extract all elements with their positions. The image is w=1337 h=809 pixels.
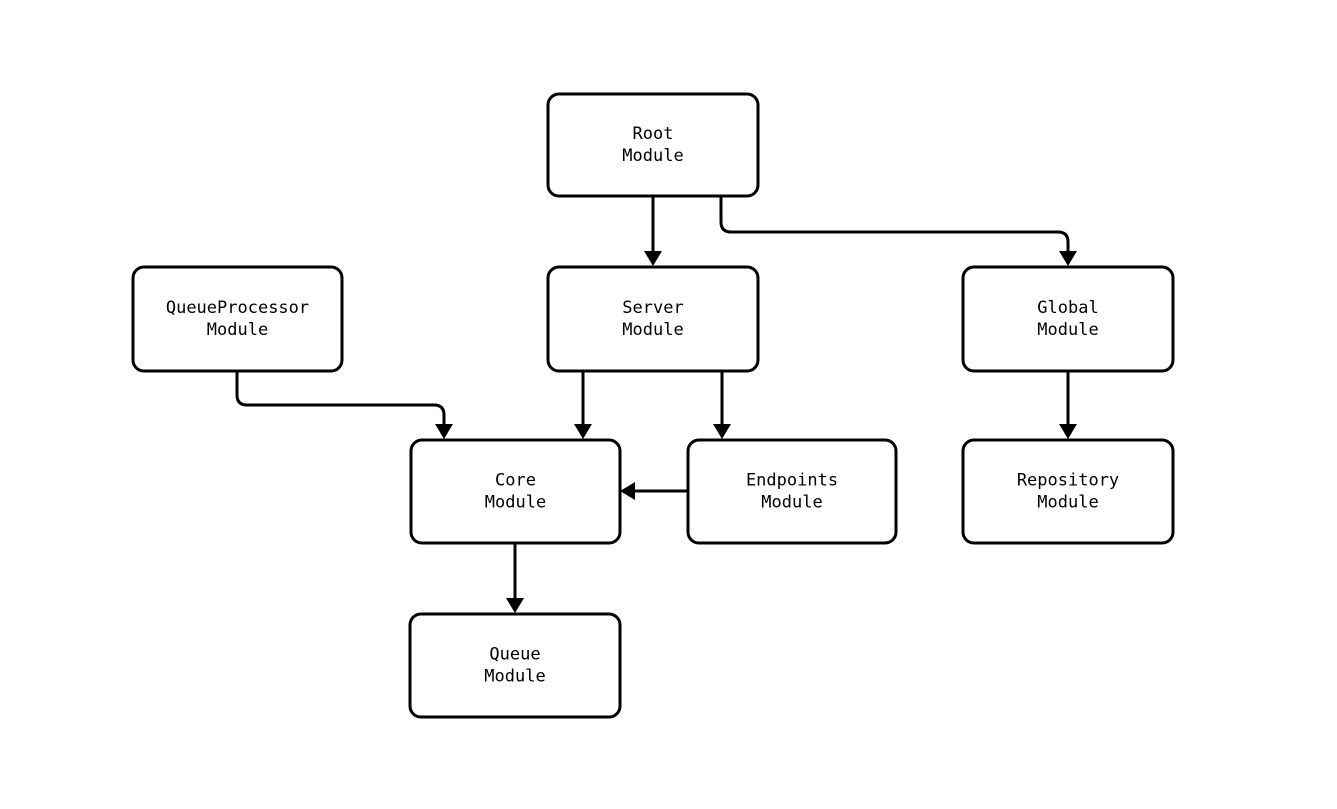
edges-layer xyxy=(235,196,1077,613)
node-label-line1-repository: Repository xyxy=(1017,471,1119,491)
node-label-line2-repository: Module xyxy=(1037,493,1098,513)
arrowhead-server-to-core xyxy=(574,424,592,439)
node-box-queue[interactable] xyxy=(408,612,622,719)
node-label-line1-core: Core xyxy=(495,471,536,491)
arrowhead-server-to-endpoints xyxy=(713,424,731,439)
node-label-line1-root: Root xyxy=(633,124,674,144)
arrowhead-global-to-repository xyxy=(1059,424,1077,439)
node-box-global[interactable] xyxy=(961,265,1175,373)
node-box-root[interactable] xyxy=(546,92,760,198)
node-box-queueprocessor[interactable] xyxy=(131,265,344,373)
edge-endpoints-to-core xyxy=(620,482,688,500)
edge-queueprocessor-to-core xyxy=(235,371,453,439)
edge-global-to-repository xyxy=(1059,371,1077,439)
edge-server-to-endpoints xyxy=(713,371,731,439)
node-label-line2-global: Module xyxy=(1037,320,1098,340)
node-label-line2-endpoints: Module xyxy=(761,493,822,513)
arrowhead-root-to-global xyxy=(1059,251,1077,266)
node-label-line1-global: Global xyxy=(1037,298,1098,318)
edge-line-root-to-global xyxy=(719,196,1070,252)
node-label-line2-root: Module xyxy=(622,146,683,166)
node-label-line1-queue: Queue xyxy=(489,645,540,665)
edge-root-to-global xyxy=(719,196,1077,266)
arrowhead-queueprocessor-to-core xyxy=(435,424,453,439)
node-label-line2-queue: Module xyxy=(484,667,545,687)
edge-server-to-core xyxy=(574,371,592,439)
node-box-repository[interactable] xyxy=(961,438,1175,545)
node-label-line2-core: Module xyxy=(485,493,546,513)
arrowhead-endpoints-to-core xyxy=(620,482,635,500)
node-label-line2-server: Module xyxy=(622,320,683,340)
node-label-line1-endpoints: Endpoints xyxy=(746,471,838,491)
edge-core-to-queue xyxy=(506,543,524,613)
nodes-layer: RootModuleQueueProcessorModuleServerModu… xyxy=(131,92,1175,719)
node-box-server[interactable] xyxy=(546,265,760,373)
arrowhead-core-to-queue xyxy=(506,598,524,613)
node-box-endpoints[interactable] xyxy=(686,438,898,545)
edge-line-queueprocessor-to-core xyxy=(235,371,446,425)
edge-root-to-server xyxy=(644,196,662,266)
node-label-line2-queueprocessor: Module xyxy=(207,320,268,340)
node-label-line1-server: Server xyxy=(622,298,683,318)
node-label-line1-queueprocessor: QueueProcessor xyxy=(166,298,309,318)
arrowhead-root-to-server xyxy=(644,251,662,266)
node-box-core[interactable] xyxy=(409,438,622,545)
